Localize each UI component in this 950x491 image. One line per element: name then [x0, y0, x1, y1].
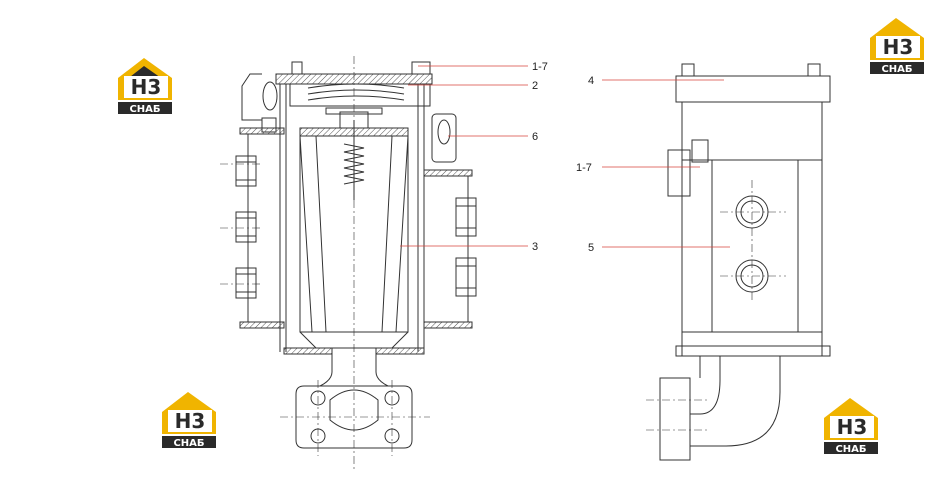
- logo-icon: H3 СНАБ: [162, 392, 216, 449]
- side-bracket-bolt: [691, 139, 709, 163]
- logo-icon: H3 СНАБ: [118, 58, 172, 115]
- svg-text:СНАБ: СНАБ: [129, 104, 160, 115]
- side-base-plate: [675, 345, 831, 357]
- left-section-view: [235, 61, 477, 449]
- coil-right-1: [455, 197, 477, 237]
- left-centerlines: [220, 56, 430, 470]
- callout-3: 3: [532, 241, 538, 253]
- right-side-view: [659, 63, 831, 461]
- callout-2: 2: [532, 80, 538, 92]
- coil-left-1: [235, 155, 257, 187]
- callout-1-7-left: 1-7: [532, 61, 548, 73]
- svg-text:H3: H3: [837, 415, 868, 439]
- brand-logo: H3 СНАБ: [820, 396, 882, 461]
- elbow-flange: [659, 377, 691, 461]
- brand-logo: H3 СНАБ: [866, 16, 928, 81]
- svg-text:СНАБ: СНАБ: [881, 64, 912, 75]
- cover-bolt-left: [291, 61, 303, 75]
- elbow-outer: [690, 356, 781, 447]
- mount-plate-bottom-right: [423, 321, 473, 329]
- coil-spring: [307, 83, 405, 101]
- elbow-inner: [690, 356, 721, 415]
- bracket-slot-right: [437, 119, 451, 145]
- brand-logo: H3 СНАБ: [158, 390, 220, 455]
- svg-text:СНАБ: СНАБ: [835, 444, 866, 455]
- element-pleats: [299, 135, 409, 333]
- callout-5: 5: [588, 242, 594, 254]
- left-coils: [235, 155, 257, 299]
- outlet-flange: [295, 385, 413, 449]
- svg-text:H3: H3: [175, 409, 206, 433]
- side-bracket: [667, 149, 691, 197]
- coil-left-2: [235, 211, 257, 243]
- svg-text:СНАБ: СНАБ: [173, 438, 204, 449]
- outlet-neck: [319, 348, 389, 387]
- callout-1-7-right: 1-7: [576, 162, 592, 174]
- brand-logo: H3 СНАБ: [114, 56, 176, 121]
- side-bolt-right: [807, 63, 821, 77]
- coil-left-3: [235, 267, 257, 299]
- right-bracket: [431, 113, 457, 163]
- callout-6: 6: [532, 131, 538, 143]
- valve-spring: [343, 143, 365, 185]
- mount-plate-bottom-left: [239, 321, 285, 329]
- coil-right-2: [455, 257, 477, 297]
- side-coil-block: [711, 159, 799, 333]
- right-centerlines: [646, 180, 786, 431]
- side-bolt-left: [681, 63, 695, 77]
- callout-4: 4: [588, 75, 594, 87]
- logo-icon: H3 СНАБ: [870, 18, 924, 75]
- leader-lines: [400, 65, 730, 248]
- base-right: [375, 347, 425, 355]
- logo-icon: H3 СНАБ: [824, 398, 878, 455]
- svg-text:H3: H3: [131, 75, 162, 99]
- spring-housing: [289, 83, 431, 107]
- right-coils: [455, 197, 477, 297]
- flange-bore: [329, 389, 379, 431]
- cover-bolt-right: [411, 61, 431, 75]
- left-bracket: [241, 73, 262, 121]
- bracket-slot-left: [262, 81, 278, 111]
- mount-plate-top-right: [423, 169, 473, 177]
- mount-plate-top-left: [239, 127, 285, 135]
- svg-text:H3: H3: [883, 35, 914, 59]
- base-left: [283, 347, 333, 355]
